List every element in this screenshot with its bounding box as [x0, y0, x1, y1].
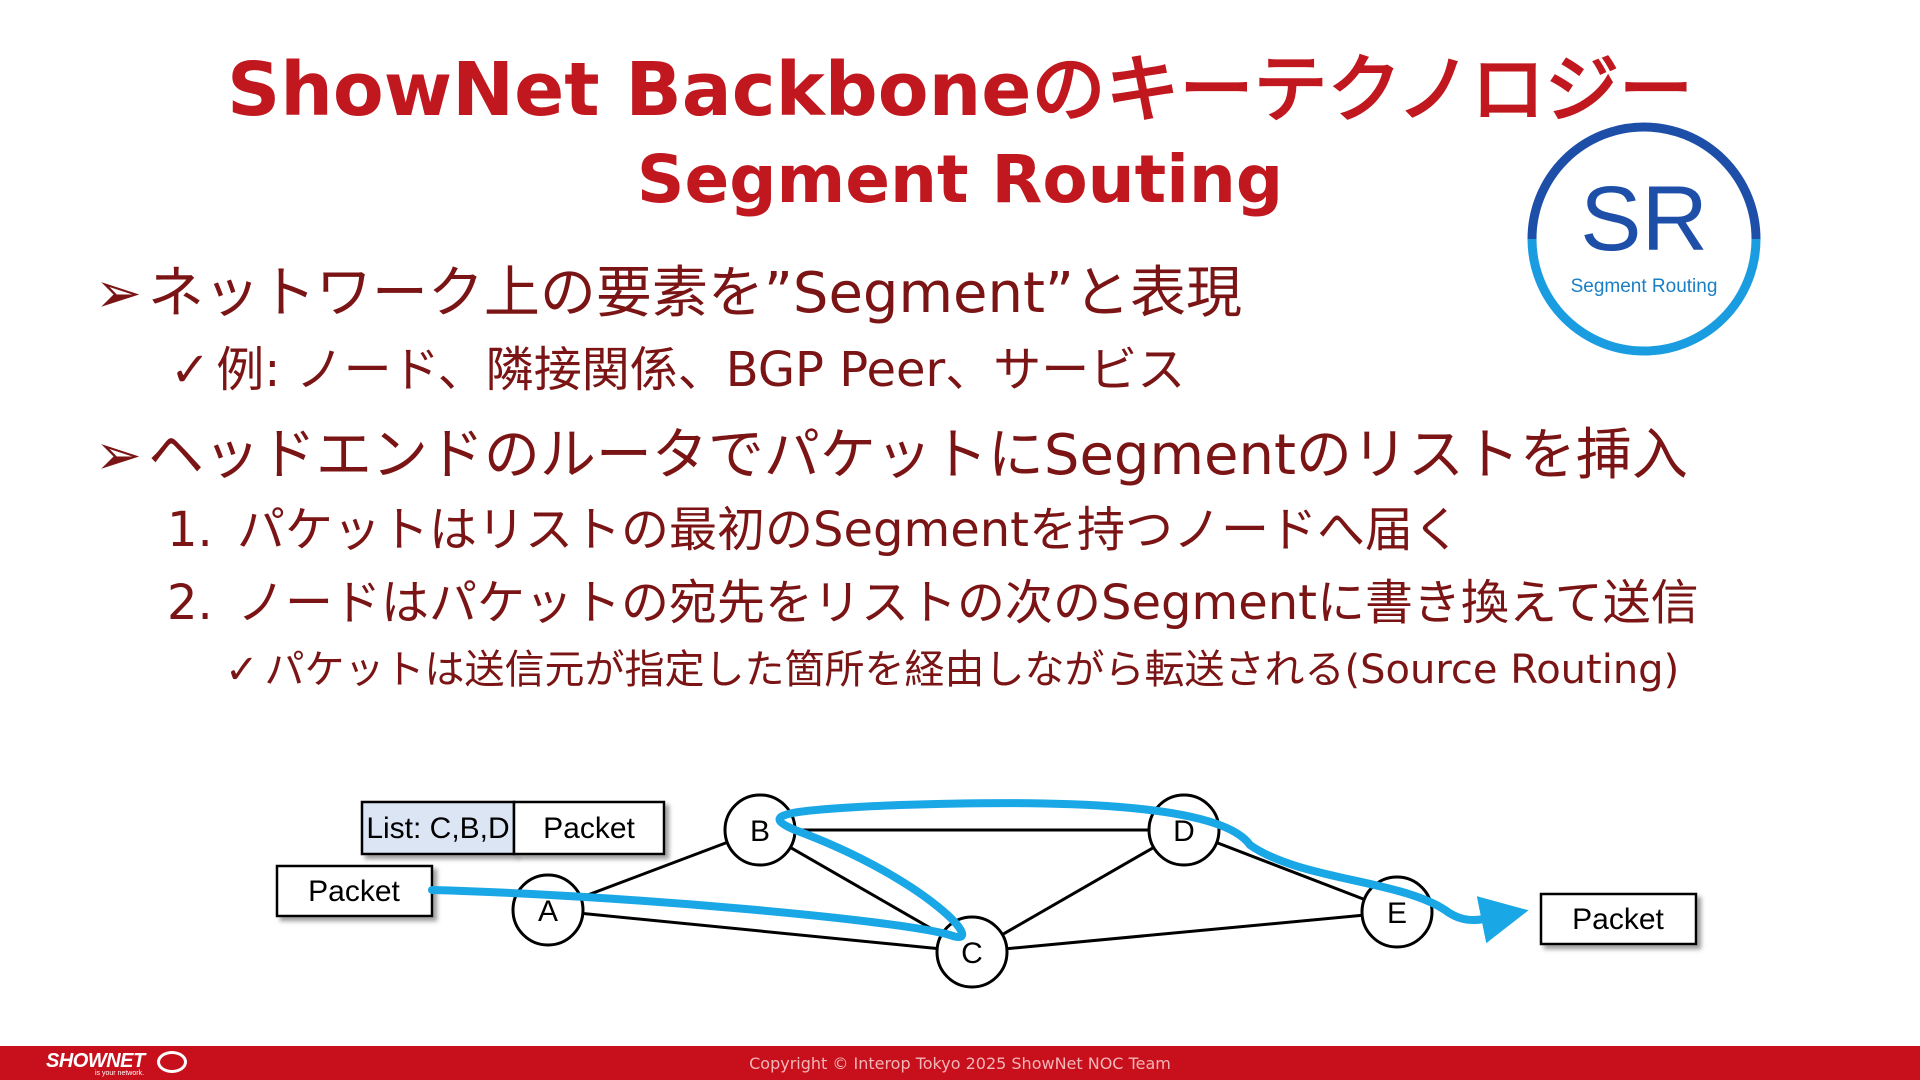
arrow-bullet-icon: ➢ [95, 261, 142, 326]
step-number: 2. [167, 575, 213, 631]
sr-logo-caption: Segment Routing [1571, 276, 1718, 297]
node-d: D [1147, 793, 1221, 867]
node-label-d: D [1173, 815, 1195, 848]
source-routing-path [428, 799, 1529, 944]
sr-logo-text: SR [1580, 168, 1708, 270]
node-b: B [723, 793, 797, 867]
check-bullet-icon: ✓ [225, 647, 259, 693]
slide-subtitle: Segment Routing [636, 141, 1284, 218]
numbered-step-2: 2. ノードはパケットの宛先をリストの次のSegmentに書き換えて送信 [167, 563, 1699, 633]
step-number: 1. [167, 502, 213, 558]
shownet-logo: SHOWNET [46, 1050, 145, 1072]
segment-routing-diagram: A B C D E List: C,B,D Packet Packet Pack… [275, 793, 1698, 989]
bullet-headend-insert: ➢ヘッドエンドのルータでパケットにSegmentのリストを挿入 [95, 410, 1688, 491]
segment-list-label: List: C,B,D [366, 812, 509, 845]
numbered-step-1: 1. パケットはリストの最初のSegmentを持つノードへ届く [167, 490, 1461, 560]
bullet-text: パケットはリストの最初のSegmentを持つノードへ届く [237, 502, 1462, 558]
packet-in-label: Packet [308, 875, 400, 908]
link-c-e [971, 910, 1398, 954]
bullet-text: ノードはパケットの宛先をリストの次のSegmentに書き換えて送信 [237, 575, 1699, 631]
link-c-d [971, 828, 1185, 954]
copyright-notice: Copyright © Interop Tokyo 2025 ShowNet N… [749, 1054, 1171, 1073]
bullet-source-routing: ✓パケットは送信元が指定した箇所を経由しながら転送される(Source Rout… [225, 637, 1679, 695]
link-d-e [1183, 828, 1398, 914]
packet-label: Packet [543, 812, 635, 845]
arrow-bullet-icon: ➢ [95, 423, 142, 488]
bullet-text: パケットは送信元が指定した箇所を経由しながら転送される(Source Routi… [264, 647, 1680, 693]
node-label-a: A [538, 895, 558, 928]
node-label-c: C [961, 937, 983, 970]
segment-routing-logo: SR Segment Routing [1527, 122, 1761, 356]
node-label-e: E [1387, 897, 1407, 930]
shownet-ring-icon [157, 1051, 187, 1073]
check-bullet-icon: ✓ [170, 342, 211, 398]
packet-out: Packet [1539, 892, 1698, 946]
node-label-b: B [750, 815, 770, 848]
packet-in: Packet [275, 864, 434, 918]
bullet-segment-definition: ➢ネットワーク上の要素を”Segment”と表現 [95, 248, 1242, 329]
bullet-segment-examples: ✓例: ノード、隣接関係、BGP Peer、サービス [170, 330, 1185, 400]
link-a-c [547, 908, 973, 954]
slide-title: ShowNet Backboneのキーテクノロジー [226, 47, 1694, 133]
bullet-text: ヘッドエンドのルータでパケットにSegmentのリストを挿入 [147, 423, 1688, 488]
shownet-tagline: is your network. [95, 1070, 145, 1077]
packet-out-label: Packet [1572, 903, 1664, 936]
bullet-text: ネットワーク上の要素を”Segment”と表現 [147, 261, 1242, 326]
node-c: C [935, 915, 1009, 989]
bullet-text: 例: ノード、隣接関係、BGP Peer、サービス [216, 342, 1186, 398]
footer-bar: SHOWNET is your network. Copyright © Int… [0, 1046, 1920, 1080]
node-a: A [511, 873, 585, 947]
packet-with-segment-list: List: C,B,D Packet [360, 800, 666, 856]
